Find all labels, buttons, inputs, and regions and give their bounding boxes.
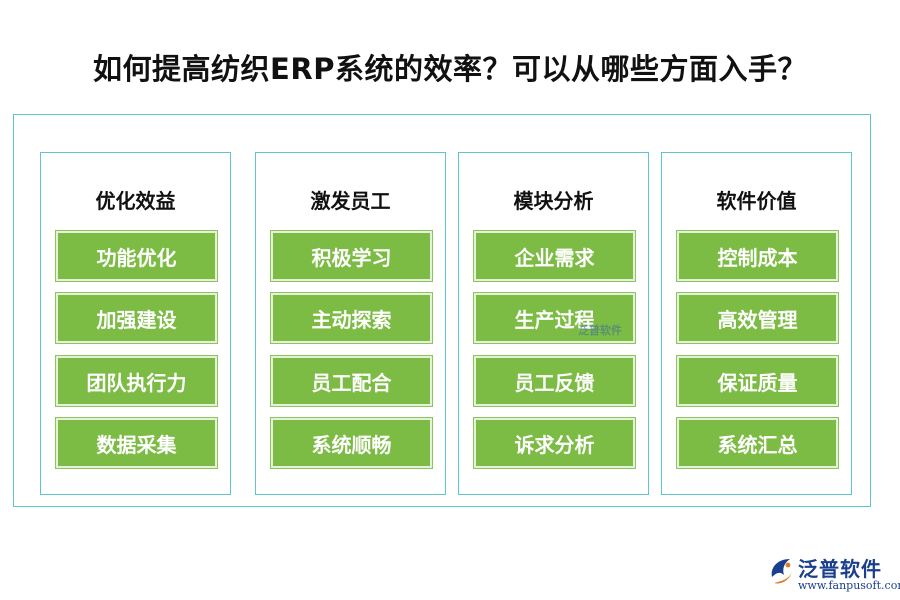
fanpu-logo-icon [771, 559, 792, 584]
item-box: 高效管理 [676, 292, 839, 344]
column-title: 模块分析 [513, 189, 594, 213]
logo-name: 泛普软件 [798, 557, 882, 581]
column-title: 软件价值 [716, 189, 797, 213]
page-title: 如何提高纺织ERP系统的效率？可以从哪些方面入手？ [93, 52, 807, 86]
item-box: 系统顺畅 [270, 417, 433, 469]
item-box: 加强建设 [55, 292, 218, 344]
item-box: 控制成本 [676, 230, 839, 282]
item-box: 员工反馈 [473, 355, 636, 407]
item-box: 积极学习 [270, 230, 433, 282]
item-box: 系统汇总 [676, 417, 839, 469]
item-box: 保证质量 [676, 355, 839, 407]
item-box: 数据采集 [55, 417, 218, 469]
item-box: 主动探索 [270, 292, 433, 344]
item-box: 员工配合 [270, 355, 433, 407]
fanpu-logo: 泛普软件 www.fanpusoft.com [768, 553, 900, 593]
column-software-value: 软件价值 控制成本 高效管理 保证质量 系统汇总 [661, 152, 852, 495]
column-module-analysis: 模块分析 企业需求 生产过程 员工反馈 诉求分析 [458, 152, 649, 495]
item-box: 诉求分析 [473, 417, 636, 469]
outer-frame [13, 114, 871, 507]
watermark: 泛普软件 [578, 324, 622, 337]
column-title: 激发员工 [310, 189, 391, 213]
item-box: 团队执行力 [55, 355, 218, 407]
item-box: 生产过程 [473, 292, 636, 344]
item-box: 企业需求 [473, 230, 636, 282]
logo-url: www.fanpusoft.com [798, 579, 900, 592]
column-optimize-benefit: 优化效益 功能优化 加强建设 团队执行力 数据采集 [40, 152, 231, 495]
item-box: 功能优化 [55, 230, 218, 282]
column-motivate-staff: 激发员工 积极学习 主动探索 员工配合 系统顺畅 [255, 152, 446, 495]
column-title: 优化效益 [95, 189, 176, 213]
